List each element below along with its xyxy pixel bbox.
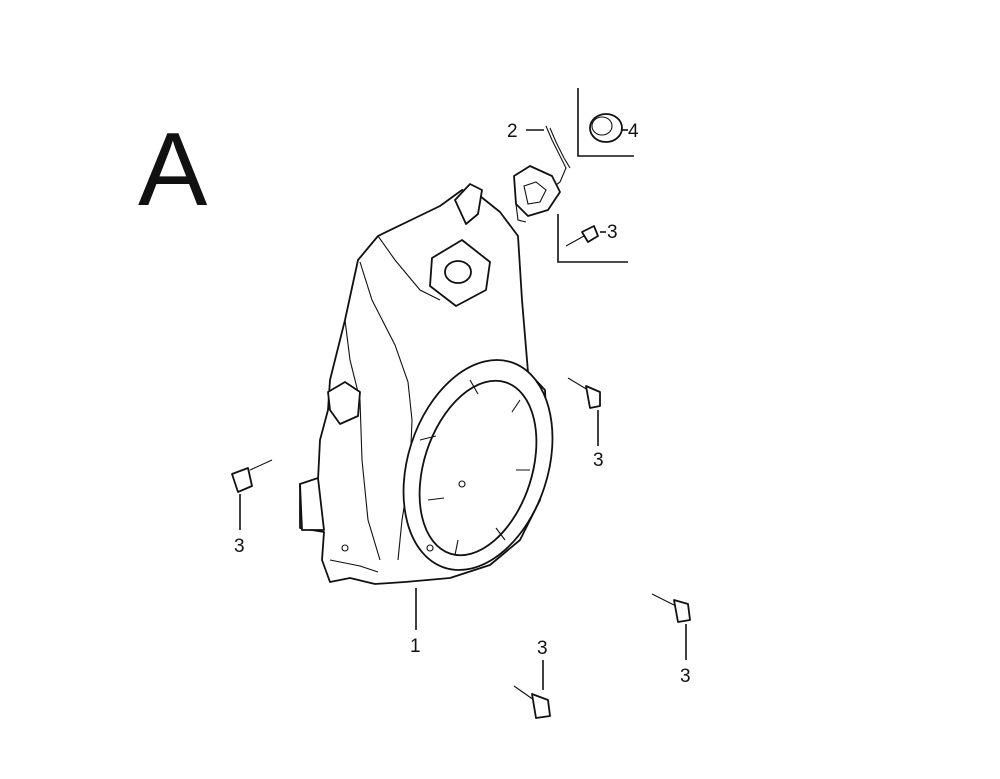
bolt-lower-right	[651, 593, 691, 623]
section-letter: A	[138, 112, 208, 228]
callout-3-left: 3	[234, 536, 245, 557]
bolt-upper-right	[565, 225, 599, 247]
callout-3-bottom: 3	[537, 638, 548, 659]
leader-lines	[239, 88, 687, 690]
callout-4: 4	[628, 121, 639, 142]
callout-3-mid: 3	[593, 450, 604, 471]
bolt-mid-right	[567, 377, 601, 409]
grommet-part	[589, 113, 623, 143]
fan-cover-part	[299, 183, 554, 585]
switch-wire-part	[513, 125, 571, 223]
callout-2: 2	[507, 121, 518, 142]
callout-1: 1	[410, 636, 421, 657]
callout-3-lower-right: 3	[680, 666, 691, 687]
bolt-left	[231, 459, 273, 493]
bolt-bottom	[513, 685, 551, 719]
callout-3-upper: 3	[607, 222, 618, 243]
